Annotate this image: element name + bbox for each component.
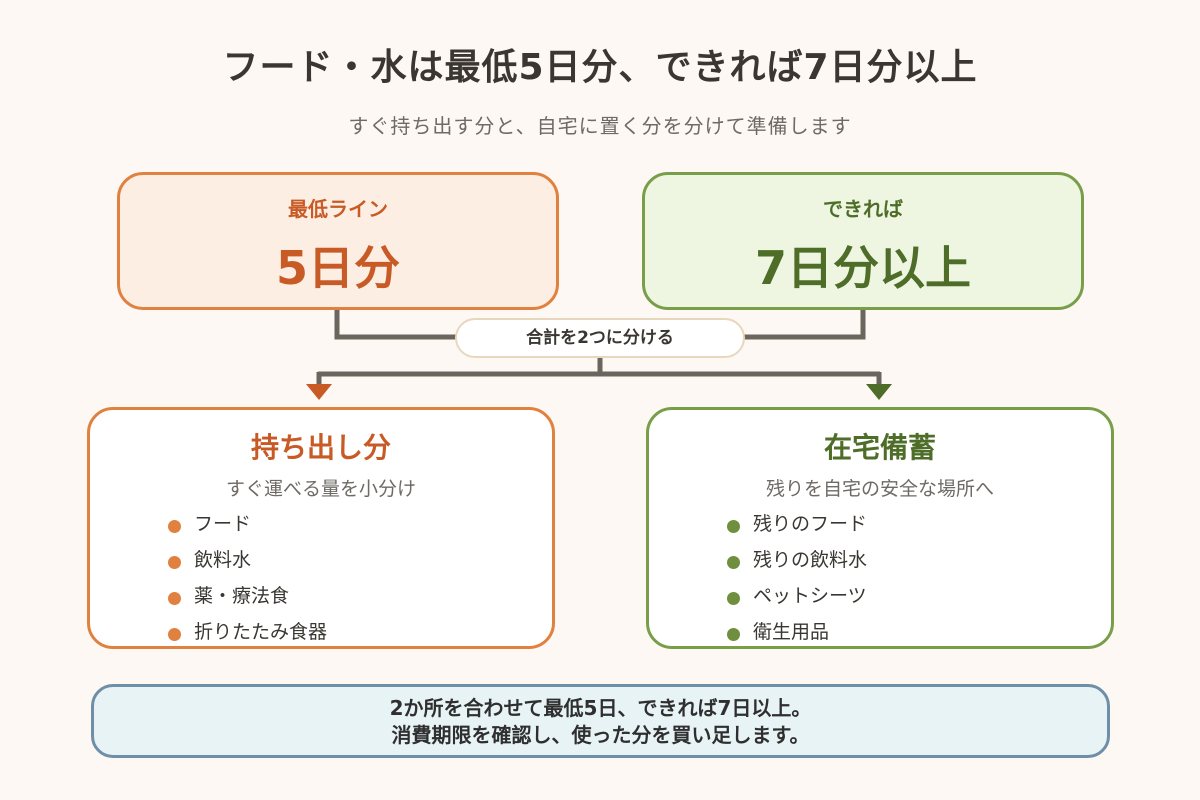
connector-left-line <box>334 310 456 340</box>
split-label: 合計を2つに分ける <box>455 318 745 358</box>
summary-note: 2か所を合わせて最低5日、できれば7日以上。 消費期限を確認し、使った分を買い足… <box>91 684 1110 758</box>
bullet-icon <box>168 592 181 605</box>
home-subtitle: 残りを自宅の安全な場所へ <box>765 478 994 500</box>
list-item-label: 飲料水 <box>194 549 252 571</box>
carry-out-panel: 持ち出し分 すぐ運べる量を小分け フード 飲料水 薬・療法食 折りたたみ食器 <box>87 407 555 649</box>
list-item-label: 残りのフード <box>753 513 868 535</box>
page-subtitle: すぐ持ち出す分と、自宅に置く分を分けて準備します <box>348 114 852 138</box>
page-title: フード・水は最低5日分、できれば7日分以上 <box>222 47 978 88</box>
list-item: ペットシーツ <box>727 582 867 618</box>
carry-subtitle: すぐ運べる量を小分け <box>225 478 416 500</box>
carry-list: フード 飲料水 薬・療法食 折りたたみ食器 <box>168 510 327 654</box>
list-item: 飲料水 <box>168 546 327 582</box>
minimum-line-box: 最低ライン 5日分 <box>117 172 559 310</box>
list-item: 衛生用品 <box>727 618 867 654</box>
list-item-label: 衛生用品 <box>753 621 830 643</box>
note-line-1: 2か所を合わせて最低5日、できれば7日以上。 <box>389 696 812 720</box>
arrow-down-icon-right <box>866 384 892 400</box>
bullet-icon <box>168 520 181 533</box>
bullet-icon <box>168 628 181 641</box>
preferred-label: できれば <box>823 197 903 221</box>
bullet-icon <box>727 556 740 569</box>
list-item: フード <box>168 510 327 546</box>
minimum-label: 最低ライン <box>288 197 388 221</box>
bullet-icon <box>727 592 740 605</box>
note-line-2: 消費期限を確認し、使った分を買い足します。 <box>391 723 810 747</box>
preferred-value: 7日分以上 <box>754 241 971 295</box>
list-item: 折りたたみ食器 <box>168 618 327 654</box>
list-item-label: 薬・療法食 <box>194 585 290 607</box>
arrow-down-icon-left <box>306 384 332 400</box>
bullet-icon <box>727 628 740 641</box>
carry-title: 持ち出し分 <box>250 431 391 464</box>
list-item-label: ペットシーツ <box>753 585 867 607</box>
list-item: 薬・療法食 <box>168 582 327 618</box>
list-item: 残りのフード <box>727 510 867 546</box>
bullet-icon <box>727 520 740 533</box>
home-list: 残りのフード 残りの飲料水 ペットシーツ 衛生用品 <box>727 510 867 654</box>
minimum-value: 5日分 <box>275 241 400 295</box>
list-item-label: フード <box>194 513 252 535</box>
list-item-label: 残りの飲料水 <box>753 549 868 571</box>
list-item: 残りの飲料水 <box>727 546 867 582</box>
bullet-icon <box>168 556 181 569</box>
connector-right-line <box>744 310 866 340</box>
home-stock-panel: 在宅備蓄 残りを自宅の安全な場所へ 残りのフード 残りの飲料水 ペットシーツ 衛… <box>646 407 1114 649</box>
preferred-box: できれば 7日分以上 <box>642 172 1084 310</box>
list-item-label: 折りたたみ食器 <box>194 621 328 643</box>
home-title: 在宅備蓄 <box>823 431 936 464</box>
